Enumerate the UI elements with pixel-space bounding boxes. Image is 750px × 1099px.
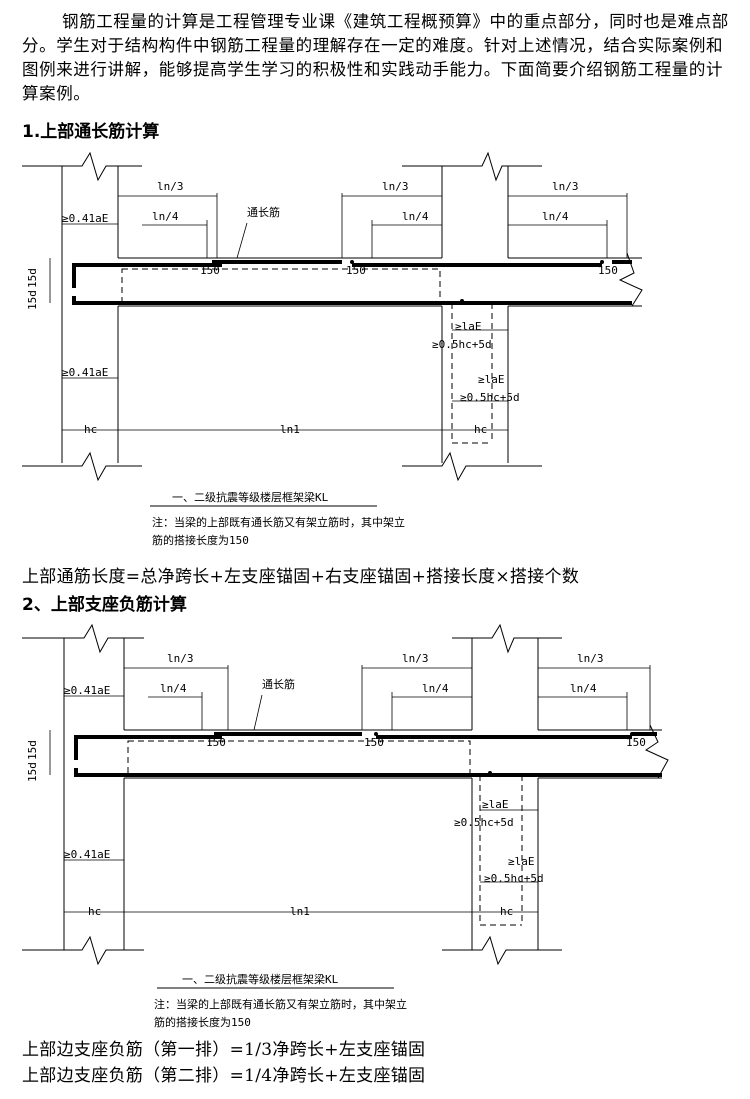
label2-ln4-mid: ln/4 <box>422 682 449 695</box>
caption2-title: 一、二级抗震等级楼层框架梁KL <box>182 972 339 986</box>
label-150-right: 150 <box>598 264 618 277</box>
label2-ln3-mid: ln/3 <box>402 652 429 665</box>
section2-heading: 2、上部支座负筋计算 <box>22 595 187 615</box>
label2-lae-1: ≥laE <box>482 798 509 811</box>
label2-150-right: 150 <box>626 736 646 749</box>
caption-note-1: 注：当梁的上部既有通长筋又有架立筋时，其中架立 <box>152 515 405 529</box>
label-150-left: 150 <box>200 264 220 277</box>
figure-2: ln/3 ln/4 通长筋 ≥0.41aE 150 ln/3 ln/4 150 … <box>22 620 722 1034</box>
label2-ln3-left: ln/3 <box>167 652 194 665</box>
label-lae-1: ≥laE <box>455 320 482 333</box>
label2-through-bar: 通长筋 <box>262 677 295 691</box>
label2-hc5d-2: ≥0.5hc+5d <box>484 872 544 885</box>
label-hc5d-1: ≥0.5hc+5d <box>432 338 492 351</box>
label2-15d-b: 15d <box>26 762 39 782</box>
label-ln1: ln1 <box>280 423 300 436</box>
label2-ln4-right: ln/4 <box>570 682 597 695</box>
formula-support-bar-1: 上部边支座负筋（第一排）=1/3净跨长+左支座锚固 <box>22 1040 426 1060</box>
label-ln4-left: ln/4 <box>152 210 179 223</box>
caption-title: 一、二级抗震等级楼层框架梁KL <box>172 490 329 504</box>
label2-ln4-left: ln/4 <box>160 682 187 695</box>
formula-support-bar-2: 上部边支座负筋（第二排）=1/4净跨长+左支座锚固 <box>22 1066 426 1086</box>
label-15d-b: 15d <box>26 290 39 310</box>
label-ln4-right: ln/4 <box>542 210 569 223</box>
label-ln3-left: ln/3 <box>157 180 184 193</box>
label-ln3-mid: ln/3 <box>382 180 409 193</box>
label-through-bar: 通长筋 <box>247 205 280 219</box>
label-hc-right: hc <box>474 423 487 436</box>
figure-1: ln/3 ln/4 通长筋 ≥0.41aE 150 ln/3 ln/4 150 … <box>22 148 722 557</box>
label-ln4-mid: ln/4 <box>402 210 429 223</box>
label-hc-left: hc <box>84 423 97 436</box>
section1-heading: 1.上部通长筋计算 <box>22 122 160 142</box>
label2-hc-right: hc <box>500 905 513 918</box>
label2-anchor-top: ≥0.41aE <box>64 684 110 697</box>
label-15d-a: 15d <box>26 268 39 288</box>
label2-ln3-right: ln/3 <box>577 652 604 665</box>
label2-150-mid: 150 <box>364 736 384 749</box>
label2-ln1: ln1 <box>290 905 310 918</box>
label2-hc-left: hc <box>88 905 101 918</box>
intro-paragraph: 钢筋工程量的计算是工程管理专业课《建筑工程概预算》中的重点部分，同时也是难点部分… <box>22 12 729 103</box>
label2-anchor-bottom: ≥0.41aE <box>64 848 110 861</box>
label2-lae-2: ≥laE <box>508 855 535 868</box>
label-anchor-top: ≥0.41aE <box>62 212 108 225</box>
label-lae-2: ≥laE <box>478 373 505 386</box>
label-150-mid: 150 <box>346 264 366 277</box>
label-ln3-right: ln/3 <box>552 180 579 193</box>
label2-150-left: 150 <box>206 736 226 749</box>
formula-through-bar: 上部通筋长度=总净跨长+左支座锚固+右支座锚固+搭接长度×搭接个数 <box>22 567 580 587</box>
label-anchor-bottom: ≥0.41aE <box>62 366 108 379</box>
label2-15d-a: 15d <box>26 740 39 760</box>
caption-note-2: 筋的搭接长度为150 <box>152 533 249 547</box>
caption2-note-1: 注：当梁的上部既有通长筋又有架立筋时，其中架立 <box>154 997 407 1011</box>
label2-hc5d-1: ≥0.5hc+5d <box>454 816 514 829</box>
caption2-note-2: 筋的搭接长度为150 <box>154 1015 251 1029</box>
label-hc5d-2: ≥0.5hc+5d <box>460 391 520 404</box>
